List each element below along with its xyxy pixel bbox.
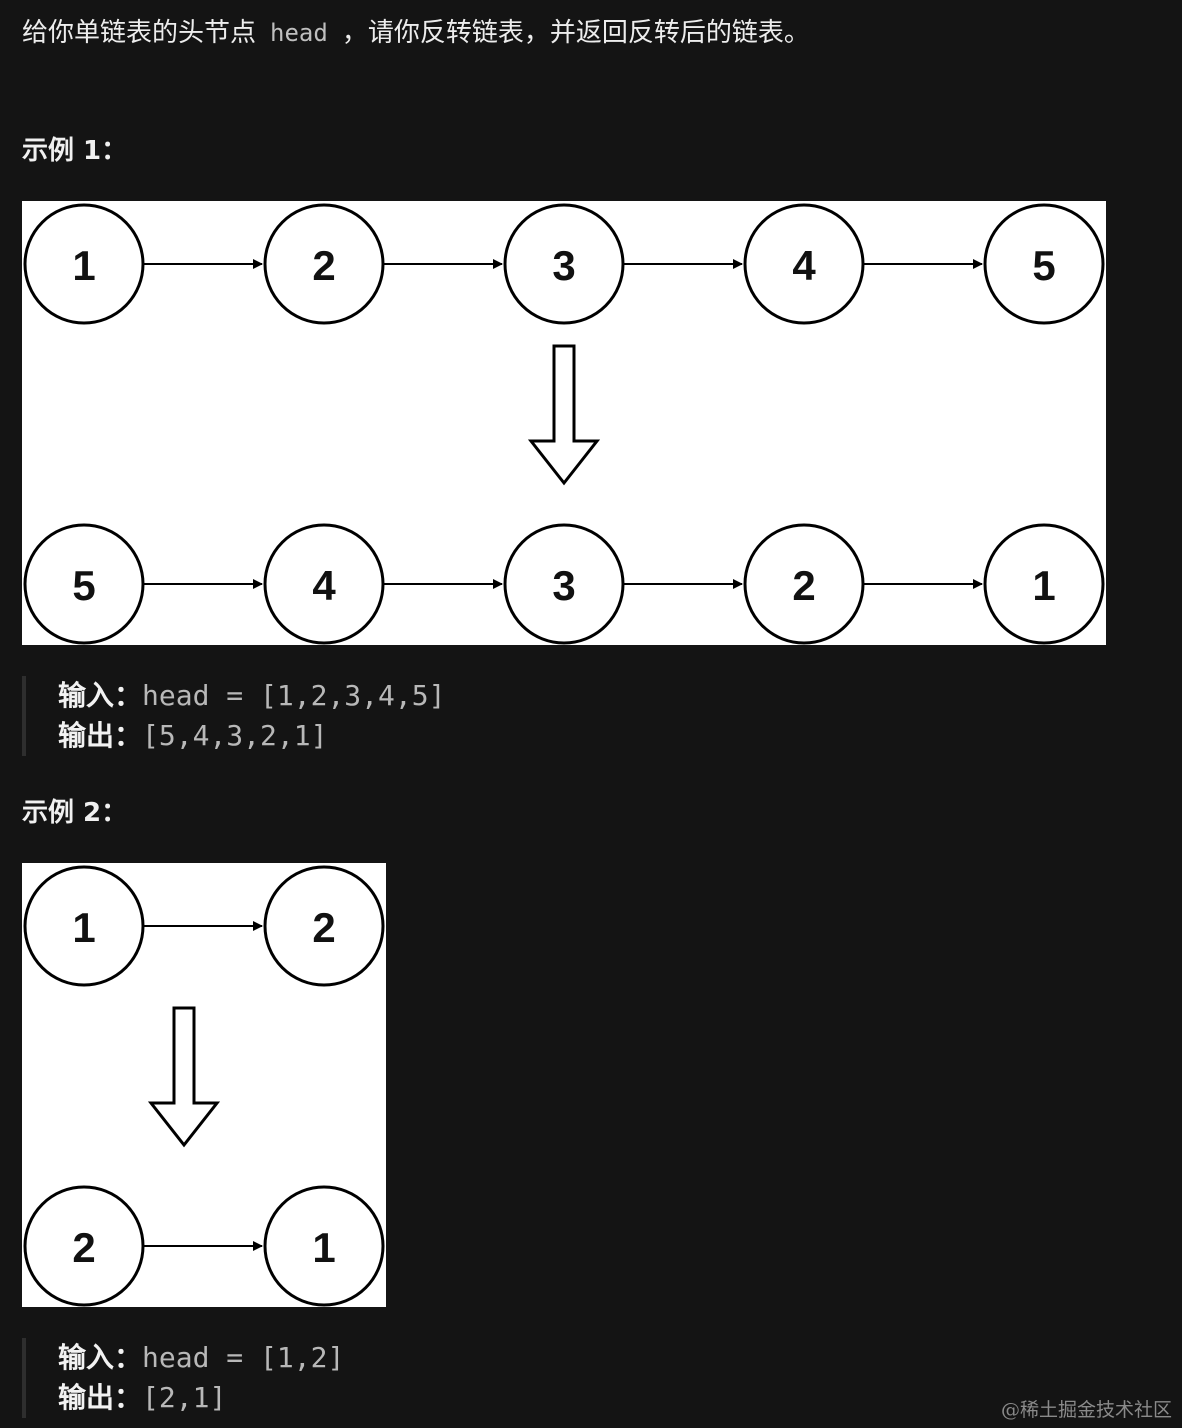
output-line: 输出：[2,1]: [58, 1378, 344, 1418]
list-node: [503, 523, 625, 645]
watermark: @稀土掘金技术社区: [1000, 1399, 1172, 1421]
list-node: [263, 1185, 385, 1307]
list-node: [983, 203, 1105, 325]
list-node: [983, 523, 1105, 645]
list-node: [263, 203, 385, 325]
example-1-io: 输入：head = [1,2,3,4,5] 输出：[5,4,3,2,1]: [22, 676, 445, 756]
node-value: 1: [72, 242, 95, 289]
output-value: [2,1]: [142, 1381, 227, 1414]
list-node: [263, 523, 385, 645]
input-line: 输入：head = [1,2]: [58, 1338, 344, 1378]
example-2-diagram: 1 2 2 1: [22, 863, 386, 1307]
list-node: [743, 523, 865, 645]
description-text-before: 给你单链表的头节点: [22, 18, 257, 48]
output-label: 输出：: [58, 1381, 143, 1414]
input-label: 输入：: [58, 679, 143, 712]
list-node: [263, 865, 385, 987]
description-text-after: ，请你反转链表，并返回反转后的链表。: [341, 18, 810, 48]
list-node: [23, 203, 145, 325]
example-2-title: 示例 2：: [22, 798, 128, 828]
node-value: 1: [72, 904, 95, 951]
node-value: 2: [792, 562, 815, 609]
node-value: 1: [312, 1224, 335, 1271]
list-node: [743, 203, 865, 325]
example-1-title: 示例 1：: [22, 136, 128, 166]
original-list-row: 1 2: [23, 865, 385, 987]
node-value: 4: [312, 562, 336, 609]
list-node: [23, 523, 145, 645]
down-arrow-icon: [527, 344, 601, 486]
node-value: 3: [552, 242, 575, 289]
input-value: head = [1,2,3,4,5]: [142, 679, 446, 712]
example-1-diagram: 1 2 3 4 5 5 4 3 2 1: [22, 201, 1106, 645]
node-value: 2: [72, 1224, 95, 1271]
reversed-list-row: 2 1: [23, 1185, 385, 1307]
node-value: 3: [552, 562, 575, 609]
reversed-list-row: 5 4 3 2 1: [23, 523, 1105, 645]
output-label: 输出：: [58, 719, 143, 752]
list-node: [23, 865, 145, 987]
node-value: 1: [1032, 562, 1055, 609]
inline-code-head: head: [270, 19, 328, 47]
output-line: 输出：[5,4,3,2,1]: [58, 716, 445, 756]
output-value: [5,4,3,2,1]: [142, 719, 328, 752]
node-value: 5: [72, 562, 95, 609]
node-value: 2: [312, 242, 335, 289]
node-value: 5: [1032, 242, 1055, 289]
list-node: [503, 203, 625, 325]
node-value: 2: [312, 904, 335, 951]
down-arrow-icon: [147, 1006, 221, 1148]
input-label: 输入：: [58, 1341, 143, 1374]
input-value: head = [1,2]: [142, 1341, 345, 1374]
original-list-row: 1 2 3 4 5: [23, 203, 1105, 325]
input-line: 输入：head = [1,2,3,4,5]: [58, 676, 445, 716]
example-2-io: 输入：head = [1,2] 输出：[2,1]: [22, 1338, 344, 1418]
list-node: [23, 1185, 145, 1307]
node-value: 4: [792, 242, 816, 289]
problem-description: 给你单链表的头节点 head ，请你反转链表，并返回反转后的链表。: [22, 14, 810, 52]
